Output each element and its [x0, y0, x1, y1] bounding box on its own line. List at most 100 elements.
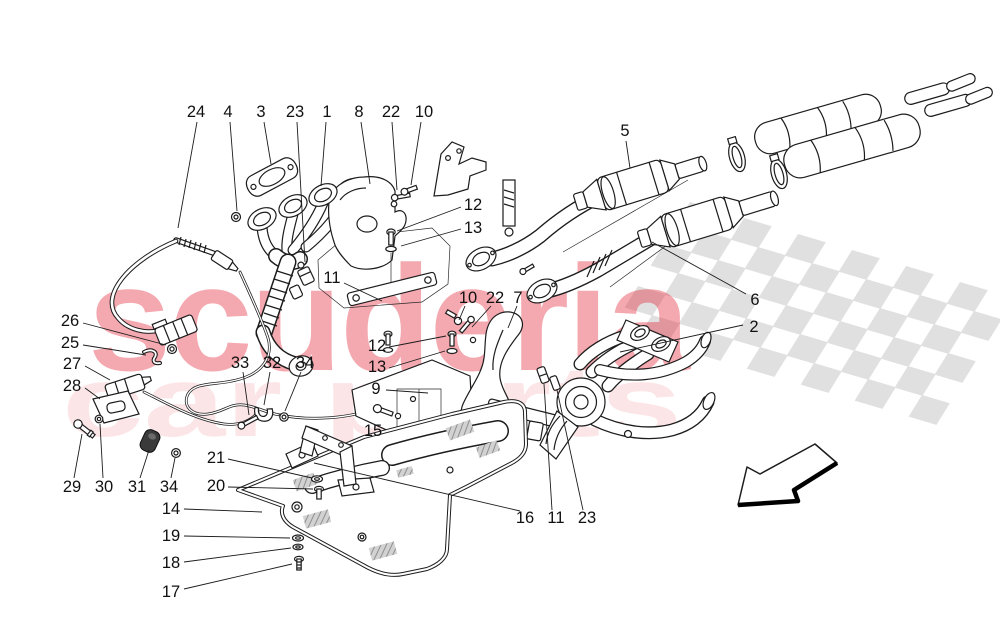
leader-line — [284, 371, 302, 412]
pipe-flange — [465, 246, 497, 272]
gasket — [245, 157, 299, 197]
support-u-bracket — [285, 425, 375, 497]
callout-label-25: 25 — [61, 334, 79, 352]
callout-label-22: 22 — [486, 289, 504, 307]
callout-label-33: 33 — [231, 354, 249, 372]
callout-label-8: 8 — [354, 103, 363, 121]
leader-line — [651, 241, 747, 295]
callout-label-9: 9 — [371, 380, 380, 398]
leader-line — [84, 387, 101, 400]
callout-label-1: 1 — [322, 103, 331, 121]
exhaust-manifold-left — [230, 157, 451, 377]
leader-line — [385, 389, 429, 394]
leader-line — [296, 121, 306, 263]
leader-line — [396, 206, 462, 232]
callout-label-15: 15 — [364, 422, 382, 440]
callout-label-12: 12 — [464, 196, 482, 214]
leader-line — [343, 282, 383, 302]
callout-label-23: 23 — [286, 103, 304, 121]
callout-label-17: 17 — [162, 583, 180, 601]
leader-line — [82, 322, 167, 346]
callout-label-21: 21 — [207, 449, 225, 467]
hook-clip — [549, 375, 561, 391]
leader-line — [227, 458, 313, 479]
hook-clip — [536, 366, 550, 384]
leader-line — [388, 350, 446, 369]
catalyst-assembly-upper — [465, 155, 708, 272]
catalyst-assembly-lower — [519, 190, 780, 304]
leader-line — [73, 433, 83, 479]
pipe-flange — [526, 278, 558, 304]
leader-line — [139, 449, 150, 479]
callout-label-14: 14 — [162, 500, 180, 518]
leader-line — [227, 486, 314, 490]
leader-line — [458, 305, 466, 321]
leader-line — [400, 228, 462, 247]
pipe-clamp — [297, 261, 315, 286]
leader-line — [183, 508, 263, 513]
callout-label-2: 2 — [749, 318, 758, 336]
screw — [458, 315, 475, 334]
leader-line — [543, 383, 553, 511]
rubber-mount — [139, 429, 161, 453]
callout-label-30: 30 — [95, 478, 113, 496]
leader-line — [99, 423, 104, 479]
callout-label-24: 24 — [187, 103, 205, 121]
catalyst-body — [556, 377, 606, 427]
rear-silencer-assembly — [562, 73, 993, 288]
leader-line — [170, 457, 176, 479]
callout-label-3: 3 — [256, 103, 265, 121]
callout-label-6: 6 — [750, 291, 759, 309]
bolt — [73, 419, 96, 439]
exhaust-manifold-right — [539, 319, 716, 460]
leader-line — [263, 121, 272, 165]
callout-label-10: 10 — [415, 103, 433, 121]
engine-bracket — [433, 141, 516, 237]
callout-label-31: 31 — [128, 478, 146, 496]
leader-line — [183, 535, 291, 539]
screw — [237, 414, 259, 430]
leader-line — [471, 305, 492, 328]
strip-bracket — [346, 271, 438, 307]
callout-label-18: 18 — [162, 554, 180, 572]
leader-line — [507, 305, 518, 329]
leader-line — [625, 140, 631, 169]
cable-clamp — [254, 406, 274, 422]
direction-arrow — [737, 443, 839, 508]
oxygen-sensor — [210, 250, 239, 272]
callout-label-5: 5 — [620, 122, 629, 140]
callout-label-22: 22 — [382, 103, 400, 121]
callout-label-29: 29 — [63, 478, 81, 496]
callout-label-4: 4 — [223, 103, 232, 121]
leader-line — [391, 121, 398, 191]
callout-label-20: 20 — [207, 477, 225, 495]
leader-line — [183, 547, 292, 563]
leader-line — [320, 121, 327, 187]
callout-label-23: 23 — [578, 509, 596, 527]
callout-label-11: 11 — [547, 509, 564, 527]
callout-label-11: 11 — [323, 269, 340, 287]
callout-label-13: 13 — [368, 358, 386, 376]
leader-line — [313, 462, 521, 512]
grommet — [166, 343, 178, 355]
leader-line — [84, 365, 111, 381]
leader-line — [410, 121, 422, 186]
leader-line — [242, 371, 250, 416]
leader-line — [388, 335, 447, 348]
callout-label-7: 7 — [513, 289, 522, 307]
leader-line — [360, 121, 371, 185]
callout-label-16: 16 — [516, 509, 534, 527]
callout-label-13: 13 — [464, 219, 482, 237]
callout-label-34: 34 — [160, 478, 178, 496]
callout-label-19: 19 — [162, 527, 180, 545]
leader-line — [82, 344, 147, 356]
leader-line — [556, 389, 584, 511]
callout-label-27: 27 — [63, 355, 81, 373]
bolt — [372, 404, 394, 417]
connector — [151, 314, 198, 346]
bolt — [400, 184, 419, 196]
callout-label-34: 34 — [296, 354, 314, 372]
